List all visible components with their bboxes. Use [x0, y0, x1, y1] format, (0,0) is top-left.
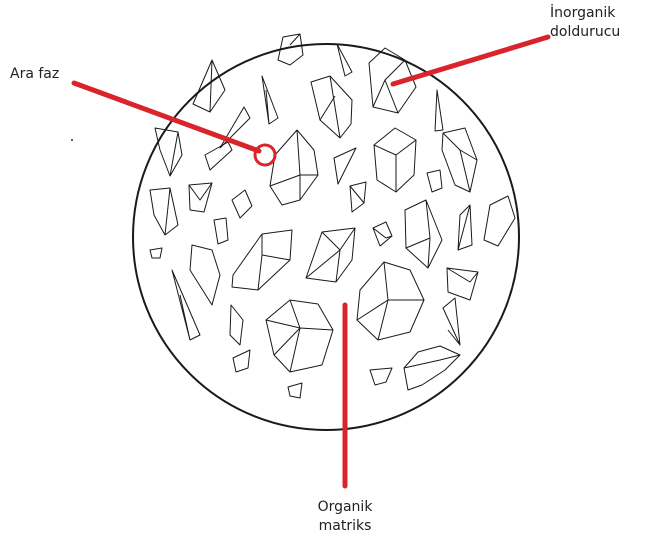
filler-label-line2: doldurucu	[550, 23, 620, 42]
matrix-label-line2: matriks	[300, 517, 390, 536]
filler-label: İnorganik doldurucu	[550, 4, 620, 42]
filler-particle	[357, 262, 424, 340]
filler-particle	[427, 170, 442, 192]
filler-particle	[311, 76, 352, 138]
filler-particle	[350, 182, 366, 212]
filler-particle	[374, 128, 416, 192]
filler-particle	[233, 350, 250, 372]
matrix-label: Organik matriks	[300, 498, 390, 536]
filler-particle	[155, 128, 182, 176]
filler-particle	[370, 368, 392, 385]
filler-particle	[193, 60, 225, 112]
filler-particle	[150, 188, 178, 235]
filler-particle	[266, 300, 333, 372]
filler-particle	[447, 268, 478, 300]
filler-pointer-line	[393, 37, 548, 84]
filler-particle	[306, 228, 355, 282]
interphase-pointer-line	[74, 83, 259, 151]
filler-particles	[150, 34, 515, 398]
filler-particle	[442, 128, 477, 192]
interphase-label: Ara faz	[10, 65, 59, 84]
filler-particle	[232, 190, 252, 218]
filler-particle	[214, 218, 228, 244]
filler-particle	[205, 142, 232, 170]
filler-particle	[458, 205, 472, 250]
interphase-label-text: Ara faz	[10, 65, 59, 84]
filler-particle	[150, 248, 162, 258]
filler-particle	[230, 305, 243, 345]
filler-particle	[484, 196, 515, 246]
filler-particle	[443, 298, 460, 345]
filler-particle	[190, 245, 220, 305]
filler-particle	[405, 200, 442, 268]
filler-particle	[334, 148, 356, 184]
matrix-label-line1: Organik	[300, 498, 390, 517]
filler-particle	[172, 270, 200, 340]
filler-particle	[262, 76, 278, 124]
filler-particle	[270, 130, 318, 205]
interphase-marker-circle	[255, 145, 275, 165]
stray-dot	[71, 139, 73, 141]
filler-particle	[435, 90, 443, 131]
filler-particle	[189, 183, 212, 212]
filler-particle	[232, 230, 292, 290]
filler-label-line1: İnorganik	[550, 4, 620, 23]
filler-particle	[288, 383, 302, 398]
filler-particle	[337, 44, 352, 76]
filler-particle	[373, 222, 392, 246]
